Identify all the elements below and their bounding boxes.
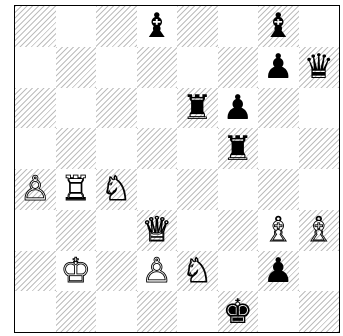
white-king-b2[interactable]: ♔ [56,251,97,292]
white-bishop-g3[interactable]: ♗ [258,210,299,251]
square-e8[interactable] [177,6,218,47]
square-e4[interactable] [177,169,218,210]
square-b7[interactable] [56,47,97,88]
square-h8[interactable] [299,6,340,47]
black-bishop-g8[interactable]: ♝ [258,6,299,47]
square-g4[interactable] [258,169,299,210]
black-king-f1[interactable]: ♚ [218,291,259,332]
square-b5[interactable] [56,128,97,169]
square-a8[interactable] [15,6,56,47]
square-c6[interactable] [96,88,137,129]
square-e1[interactable] [177,291,218,332]
square-d7[interactable] [137,47,178,88]
white-queen-d3[interactable]: ♕ [137,210,178,251]
black-rook-f5[interactable]: ♜ [218,128,259,169]
square-h2[interactable] [299,251,340,292]
square-a2[interactable] [15,251,56,292]
white-rook-b4[interactable]: ♖ [56,169,97,210]
square-a3[interactable] [15,210,56,251]
square-b6[interactable] [56,88,97,129]
square-e7[interactable] [177,47,218,88]
black-pawn-g2[interactable]: ♟ [258,251,299,292]
square-f2[interactable] [218,251,259,292]
square-a7[interactable] [15,47,56,88]
black-rook-e6[interactable]: ♜ [177,88,218,129]
square-d5[interactable] [137,128,178,169]
square-c1[interactable] [96,291,137,332]
black-queen-h7[interactable]: ♛ [299,47,340,88]
square-g1[interactable] [258,291,299,332]
square-b8[interactable] [56,6,97,47]
square-d6[interactable] [137,88,178,129]
square-d4[interactable] [137,169,178,210]
square-a5[interactable] [15,128,56,169]
square-c5[interactable] [96,128,137,169]
square-h4[interactable] [299,169,340,210]
square-h6[interactable] [299,88,340,129]
white-knight-c4[interactable]: ♘ [96,169,137,210]
square-e3[interactable] [177,210,218,251]
square-c7[interactable] [96,47,137,88]
square-f7[interactable] [218,47,259,88]
square-a1[interactable] [15,291,56,332]
square-b1[interactable] [56,291,97,332]
square-f4[interactable] [218,169,259,210]
square-a6[interactable] [15,88,56,129]
square-b3[interactable] [56,210,97,251]
white-pawn-d2[interactable]: ♙ [137,251,178,292]
square-e5[interactable] [177,128,218,169]
square-c8[interactable] [96,6,137,47]
square-d1[interactable] [137,291,178,332]
square-h5[interactable] [299,128,340,169]
black-pawn-g7[interactable]: ♟ [258,47,299,88]
white-pawn-a4[interactable]: ♙ [15,169,56,210]
black-bishop-d8[interactable]: ♝ [137,6,178,47]
white-knight-e2[interactable]: ♘ [177,251,218,292]
square-f8[interactable] [218,6,259,47]
square-g5[interactable] [258,128,299,169]
square-c3[interactable] [96,210,137,251]
square-c2[interactable] [96,251,137,292]
black-pawn-f6[interactable]: ♟ [218,88,259,129]
chess-board[interactable]: ♝♝♟♛♜♟♜♙♖♘♕♗♗♔♙♘♟♚ [14,5,340,333]
square-h1[interactable] [299,291,340,332]
white-bishop-h3[interactable]: ♗ [299,210,340,251]
square-f3[interactable] [218,210,259,251]
square-g6[interactable] [258,88,299,129]
